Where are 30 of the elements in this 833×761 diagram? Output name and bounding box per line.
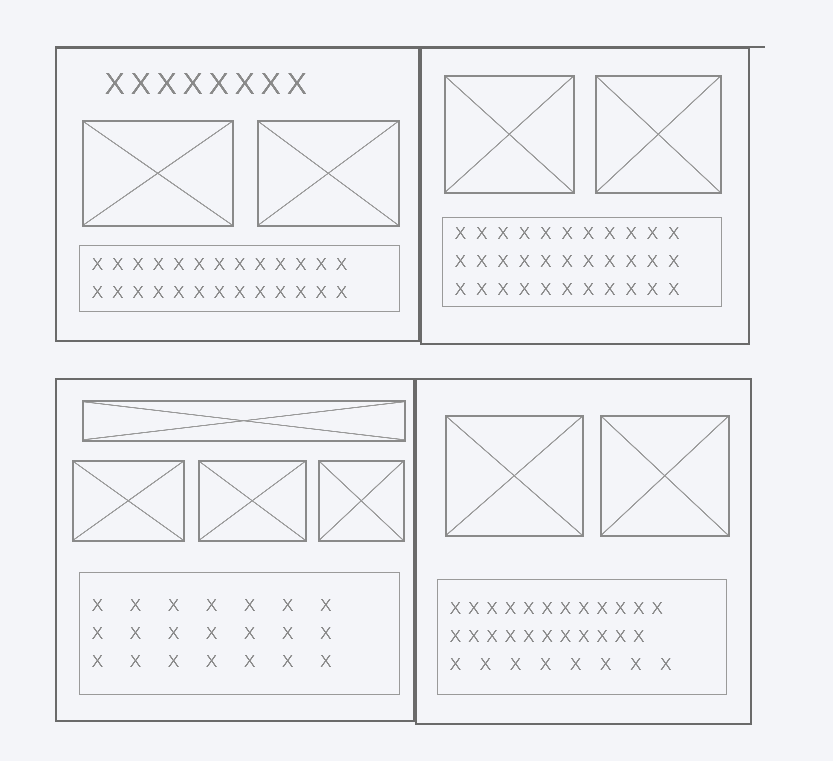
placeholder-text: X X X X X X X X (450, 654, 680, 676)
image-placeholder (82, 400, 406, 442)
placeholder-text: XXXXXXXXXXX (455, 251, 691, 273)
placeholder-text: XXXXXXXXXXXXX (92, 282, 358, 304)
wireframe-panel (55, 47, 420, 342)
placeholder-text: XXXXXXXXXXXX (450, 598, 672, 620)
image-placeholder (198, 460, 307, 542)
image-placeholder (72, 460, 185, 542)
placeholder-text: X X X X X X X (92, 622, 344, 644)
text-block (79, 572, 400, 695)
image-placeholder (595, 75, 722, 194)
wireframe-panel (415, 378, 752, 725)
placeholder-text: X X X X X X X (92, 650, 344, 672)
placeholder-text: XXXXXXXXXXX (450, 626, 653, 648)
text-block (442, 217, 722, 307)
placeholder-text: XXXXXXXXXXX (455, 223, 691, 245)
placeholder-heading: XXXXXXXX (105, 68, 314, 102)
image-placeholder (318, 460, 405, 542)
image-placeholder (445, 415, 584, 537)
image-placeholder (82, 120, 234, 227)
placeholder-text: XXXXXXXXXXXXX (92, 254, 358, 276)
image-placeholder (444, 75, 575, 194)
image-placeholder (257, 120, 400, 227)
wireframe-panel (420, 47, 750, 345)
text-block (79, 245, 400, 312)
text-block (437, 579, 727, 695)
placeholder-text: XXXXXXXXXXX (455, 279, 691, 301)
wireframe-panel (55, 378, 415, 722)
placeholder-text: X X X X X X X (92, 594, 344, 616)
image-placeholder (600, 415, 730, 537)
